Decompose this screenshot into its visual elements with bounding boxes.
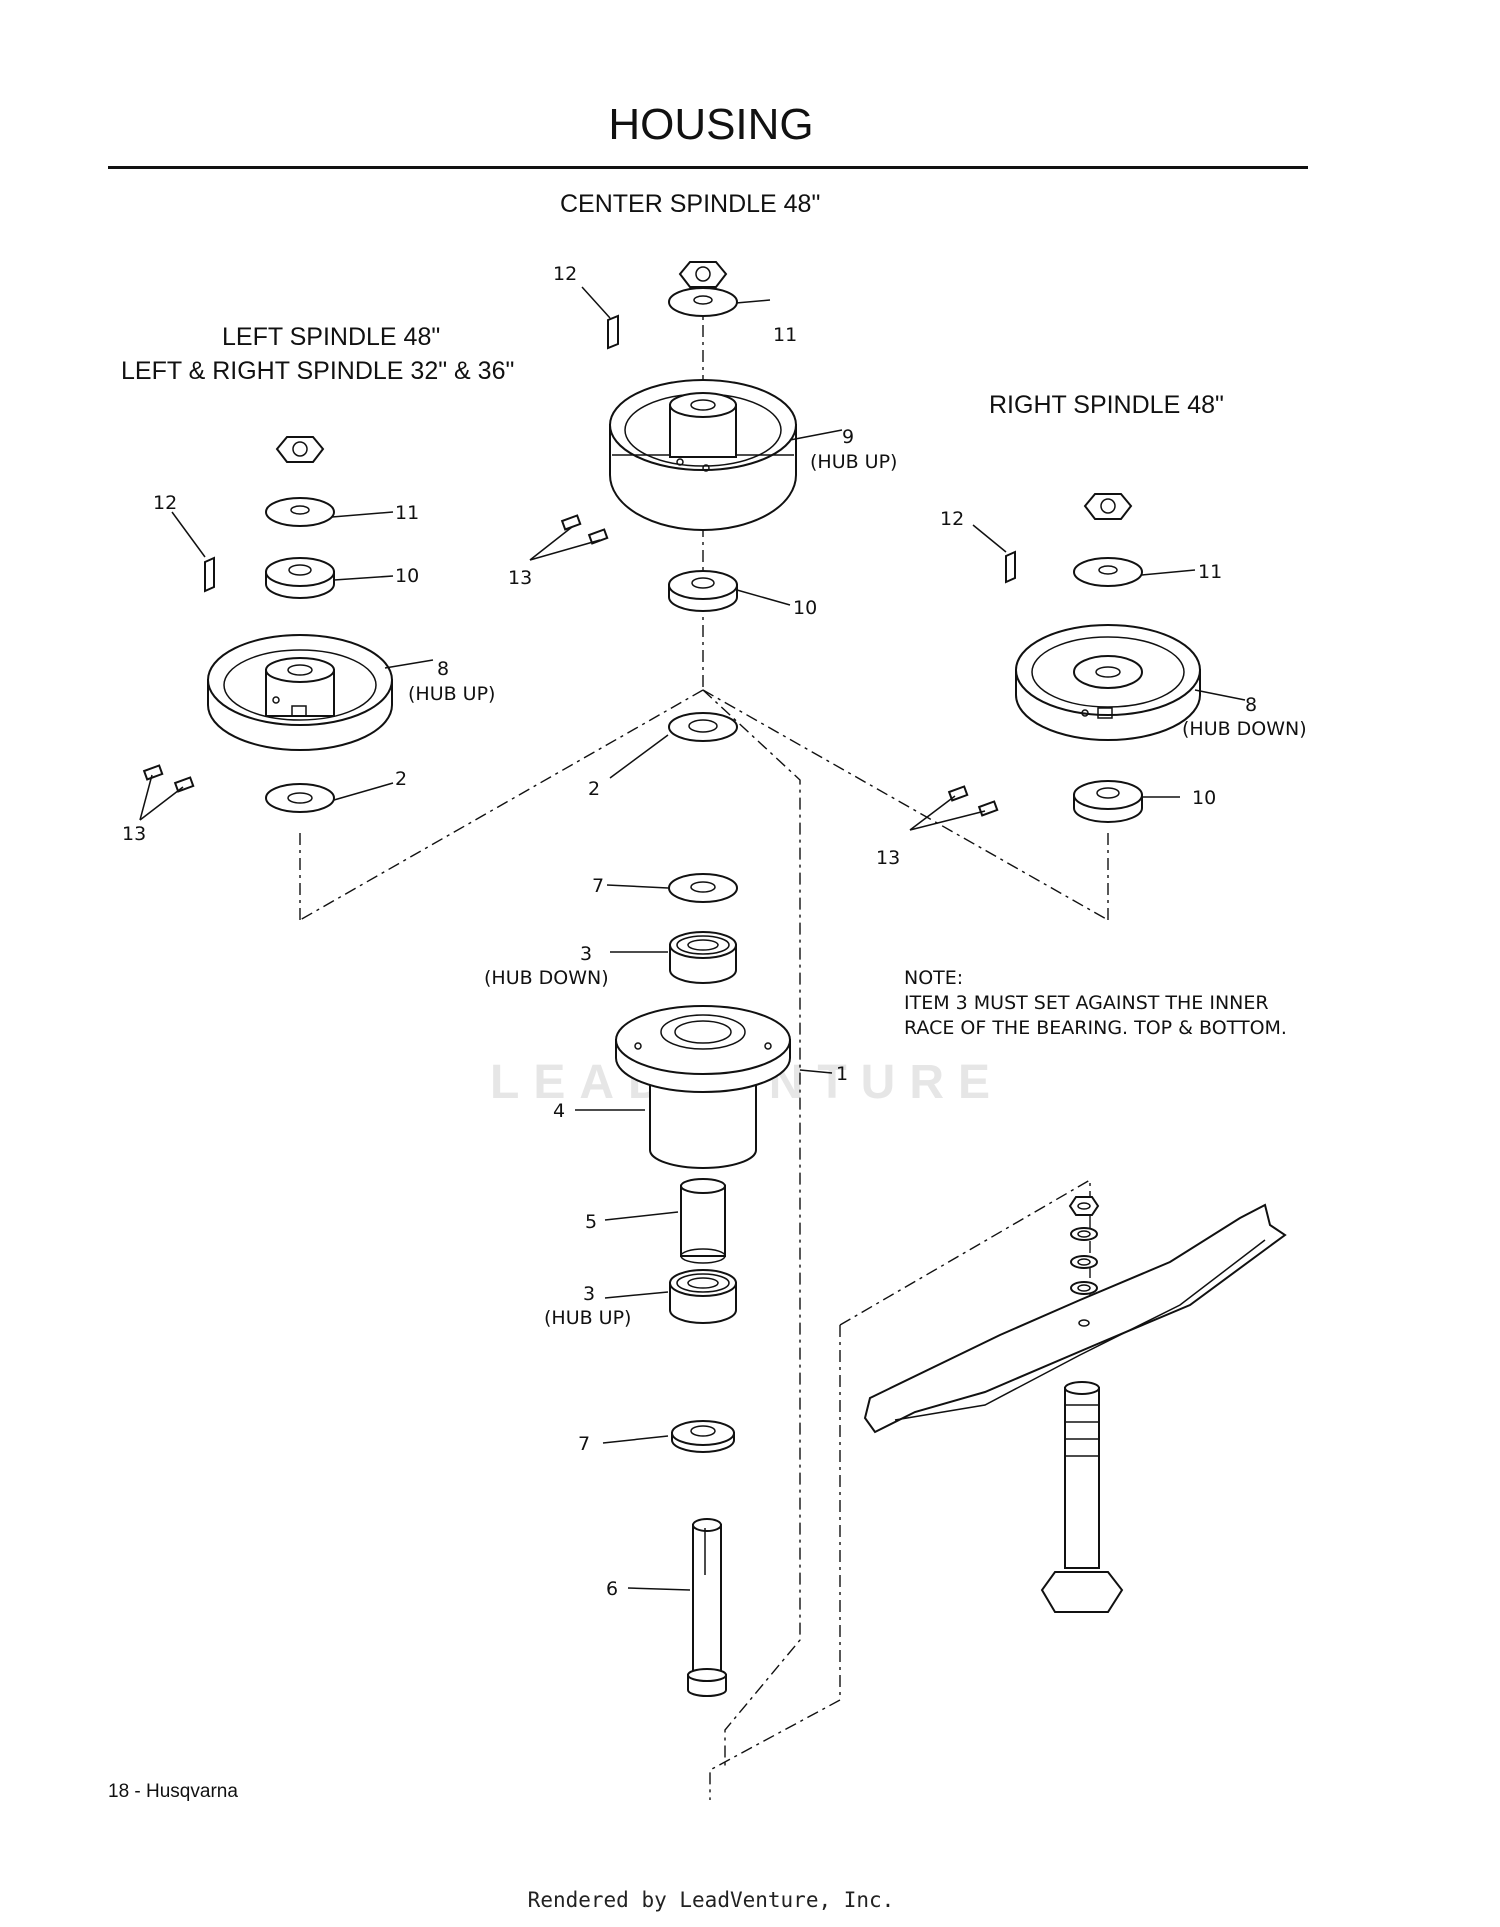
blade-bolt-icon xyxy=(1040,1381,1124,1613)
right-pulley-8-icon xyxy=(1015,624,1201,741)
left-pulley-8-icon xyxy=(207,634,393,751)
center-pulley-9-icon xyxy=(609,379,797,531)
right-spindle-heading: RIGHT SPINDLE 48" xyxy=(989,391,1224,419)
callout-l10: 10 xyxy=(395,565,419,587)
callout-l13: 13 xyxy=(122,823,146,845)
callout-r12: 12 xyxy=(940,508,964,530)
right-hex-nut-icon xyxy=(1083,493,1133,520)
blade-washer-stack-icon xyxy=(1068,1196,1100,1327)
leader-lines xyxy=(139,299,1246,1591)
callout-s1: 1 xyxy=(836,1063,848,1085)
right-key-12-icon xyxy=(1005,550,1016,584)
stack-washer-2-icon xyxy=(668,712,738,742)
callout-l8: 8 xyxy=(437,658,449,680)
left-washer-11-icon xyxy=(265,497,335,527)
left-right-spindle-heading: LEFT & RIGHT SPINDLE 32" & 36" xyxy=(121,357,515,385)
note-line-1: ITEM 3 MUST SET AGAINST THE INNER xyxy=(904,992,1269,1014)
page-footer: 18 - Husqvarna xyxy=(108,1781,238,1802)
left-washer-2-icon xyxy=(265,783,335,813)
stack-spacer-5-icon xyxy=(680,1178,726,1264)
note-heading: NOTE: xyxy=(904,967,963,989)
callout-r10: 10 xyxy=(1192,787,1216,809)
right-set-screw-13-icon xyxy=(947,785,999,817)
callout-s7-bottom: 7 xyxy=(578,1433,590,1455)
right-washer-11-icon xyxy=(1073,557,1143,587)
callout-l2: 2 xyxy=(395,768,407,790)
stack-shaft-6-icon xyxy=(687,1518,727,1697)
callout-s3-bottom: 3 xyxy=(583,1283,595,1305)
center-set-screw-13-icon xyxy=(560,514,609,545)
callout-r13: 13 xyxy=(876,847,900,869)
callout-c12: 12 xyxy=(553,263,577,285)
stack-bearing-3-top-icon xyxy=(669,931,737,984)
callout-c11: 11 xyxy=(773,324,797,346)
center-washer-10-icon xyxy=(668,570,738,612)
callout-s3-top: 3 xyxy=(580,943,592,965)
left-key-12-icon xyxy=(204,556,215,593)
rendered-by-credit: Rendered by LeadVenture, Inc. xyxy=(527,1888,895,1912)
callout-c9-note: (HUB UP) xyxy=(810,451,897,473)
callout-c13: 13 xyxy=(508,567,532,589)
center-spindle-heading: CENTER SPINDLE 48" xyxy=(560,190,821,218)
blade-icon xyxy=(863,1203,1287,1434)
callout-l8-note: (HUB UP) xyxy=(408,683,495,705)
callout-c10: 10 xyxy=(793,597,817,619)
note-line-2: RACE OF THE BEARING. TOP & BOTTOM. xyxy=(904,1017,1287,1039)
callout-r8: 8 xyxy=(1245,694,1257,716)
title-rule xyxy=(108,166,1308,169)
left-spindle-heading: LEFT SPINDLE 48" xyxy=(222,323,441,351)
callout-s6: 6 xyxy=(606,1578,618,1600)
spindle-housing-4-icon xyxy=(615,1005,791,1169)
callout-s7-top: 7 xyxy=(592,875,604,897)
stack-bearing-3-bottom-icon xyxy=(669,1269,737,1324)
callout-l12: 12 xyxy=(153,492,177,514)
callout-s3-top-note: (HUB DOWN) xyxy=(484,967,609,989)
left-washer-10-icon xyxy=(265,557,335,599)
stack-washer-7-bottom-icon xyxy=(671,1420,735,1453)
page-title: HOUSING xyxy=(608,100,814,149)
callout-s3-bottom-note: (HUB UP) xyxy=(544,1307,631,1329)
center-key-12-icon xyxy=(607,314,619,350)
center-hex-nut-icon xyxy=(678,261,728,288)
callout-s4: 4 xyxy=(553,1100,565,1122)
left-hex-nut-icon xyxy=(275,436,325,463)
stack-washer-7-top-icon xyxy=(668,873,738,903)
assembly-lines xyxy=(299,300,1109,1800)
center-washer-11-icon xyxy=(668,287,738,317)
callout-s2: 2 xyxy=(588,778,600,800)
left-set-screw-13-icon xyxy=(142,764,195,793)
callout-r11: 11 xyxy=(1198,561,1222,583)
right-washer-10-icon xyxy=(1073,780,1143,823)
callout-l11: 11 xyxy=(395,502,419,524)
callout-s5: 5 xyxy=(585,1211,597,1233)
callout-c9: 9 xyxy=(842,426,854,448)
callout-r8-note: (HUB DOWN) xyxy=(1182,718,1307,740)
